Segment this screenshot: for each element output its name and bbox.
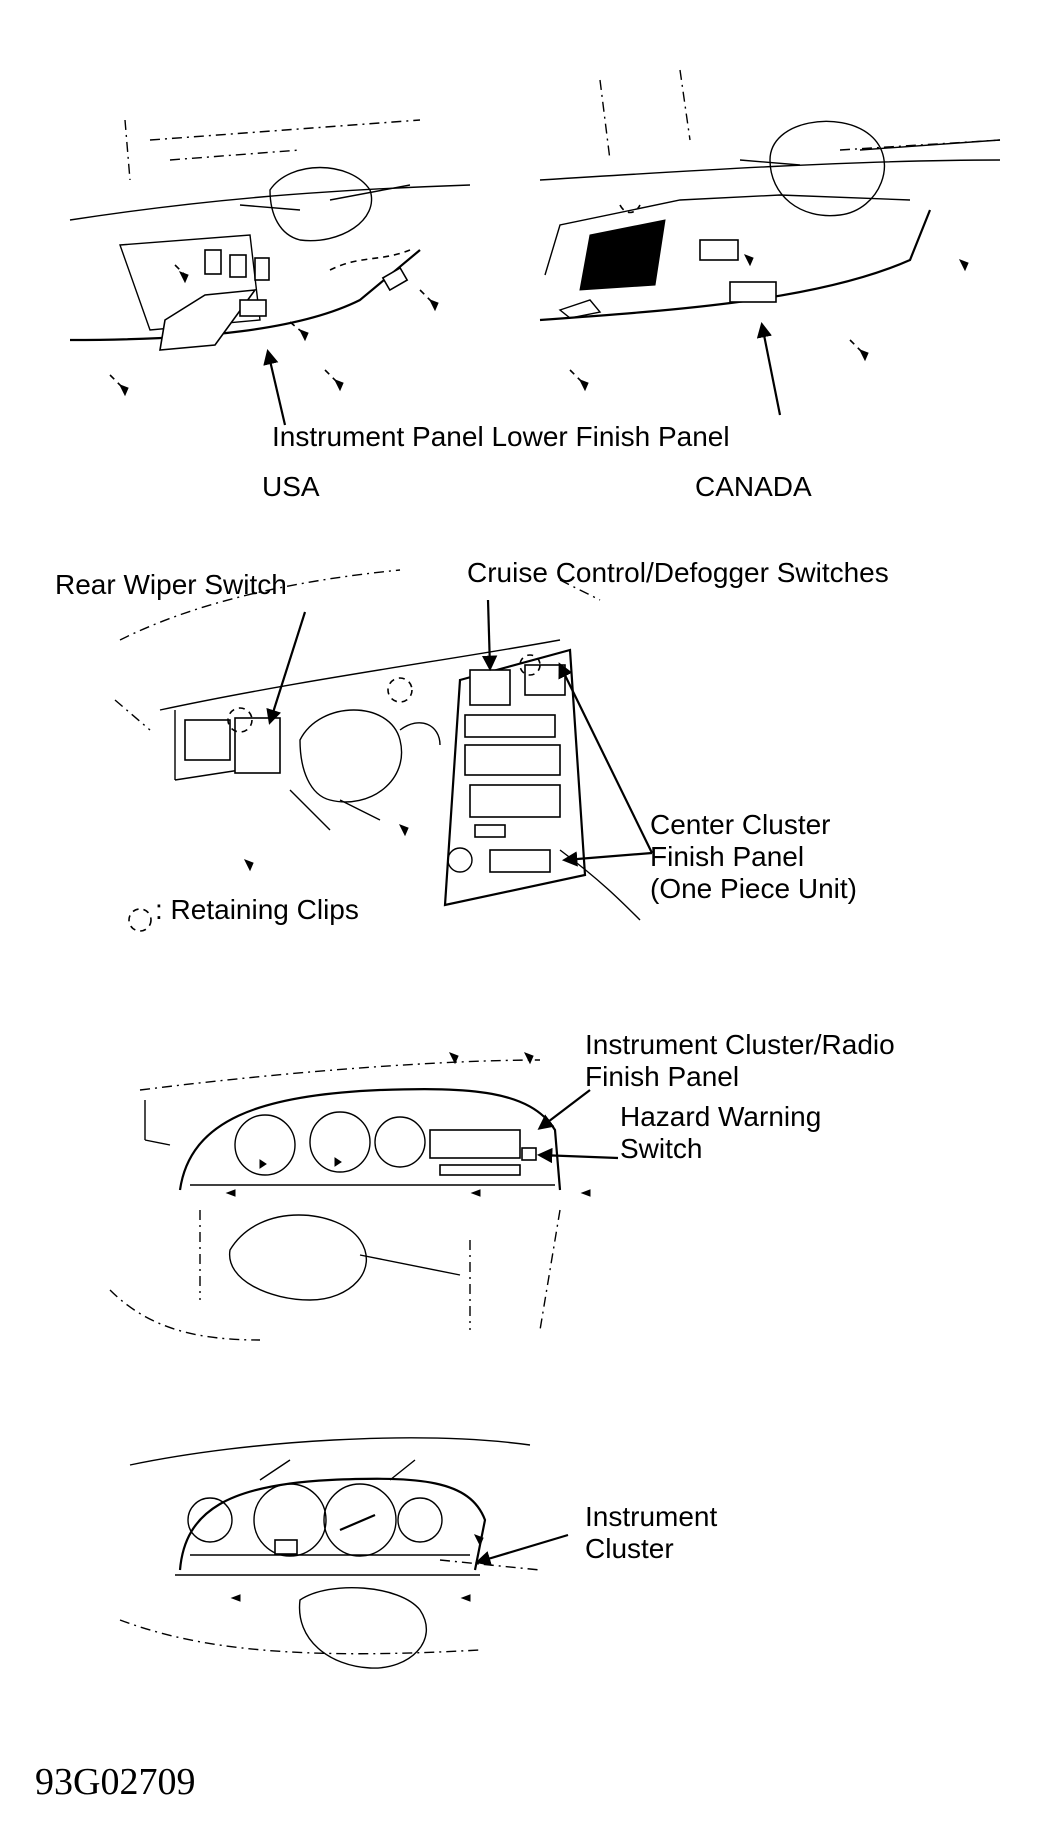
label-retaining-clips: : Retaining Clips xyxy=(155,894,359,925)
label-instrument-cluster-line2: Cluster xyxy=(585,1533,674,1564)
label-usa: USA xyxy=(262,471,320,502)
label-center-cluster-line1: Center Cluster xyxy=(650,809,831,840)
label-lower-finish-panel: Instrument Panel Lower Finish Panel xyxy=(272,421,730,452)
label-cruise-defogger-switches: Cruise Control/Defogger Switches xyxy=(467,557,889,588)
instrument-cluster-illustration xyxy=(119,1437,569,1669)
figure-code: 93G02709 xyxy=(35,1761,196,1803)
instrument-radio-panel-illustration xyxy=(109,1052,619,1341)
canada-lower-panel-illustration xyxy=(539,69,1001,416)
label-rear-wiper-switch: Rear Wiper Switch xyxy=(55,569,287,600)
label-instrument-cluster-line1: Instrument xyxy=(585,1501,718,1532)
label-hazard-line2: Switch xyxy=(620,1133,703,1164)
label-center-cluster-line3: (One Piece Unit) xyxy=(650,873,857,904)
usa-lower-panel-illustration xyxy=(69,119,471,426)
label-instrument-radio-line2: Finish Panel xyxy=(585,1061,740,1092)
label-center-cluster-line2: Finish Panel xyxy=(650,841,805,872)
label-instrument-radio-line1: Instrument Cluster/Radio xyxy=(585,1029,895,1060)
label-canada: CANADA xyxy=(695,471,812,502)
center-cluster-illustration xyxy=(114,569,653,932)
label-hazard-line1: Hazard Warning xyxy=(620,1101,822,1132)
